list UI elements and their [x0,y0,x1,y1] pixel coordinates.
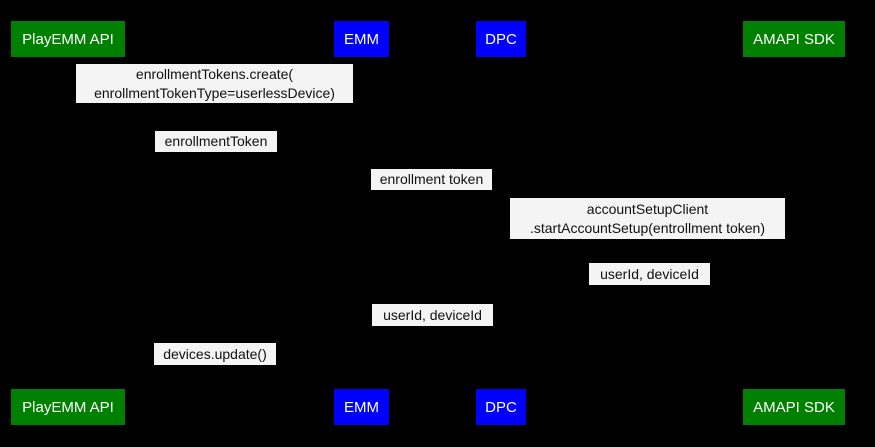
actor-top-emm: EMM [334,21,389,57]
message-start-account-setup: accountSetupClient .startAccountSetup(en… [510,198,785,239]
actor-top-playemm-api: PlayEMM API [11,21,125,57]
message-devices-update: devices.update() [154,343,276,365]
actor-bottom-playemm-api: PlayEMM API [11,389,125,425]
message-enrollment-token-return: enrollmentToken [155,131,277,152]
message-userid-deviceid-return: userId, deviceId [589,263,710,285]
actor-top-amapi-sdk: AMAPI SDK [743,21,845,57]
actor-bottom-amapi-sdk: AMAPI SDK [743,389,845,425]
actor-top-dpc: DPC [476,21,526,57]
message-enrollment-tokens-create: enrollmentTokens.create( enrollmentToken… [76,64,353,103]
message-enrollment-token-forward: enrollment token [371,169,492,190]
actor-bottom-dpc: DPC [476,389,526,425]
message-userid-deviceid-forward: userId, deviceId [372,304,493,326]
actor-bottom-emm: EMM [334,389,389,425]
